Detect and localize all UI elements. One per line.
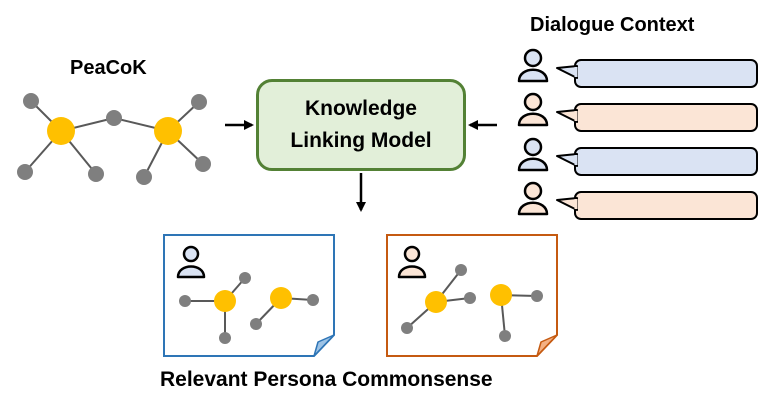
dialogue-turn-b1 xyxy=(517,92,758,132)
person-icon xyxy=(523,137,543,157)
graph-leaf-node xyxy=(88,166,104,182)
graph-leaf-node xyxy=(136,169,152,185)
graph-hub-node xyxy=(154,117,182,145)
persona-card-a xyxy=(163,234,335,357)
graph-leaf-node xyxy=(195,156,211,172)
output-title: Relevant Persona Commonsense xyxy=(160,368,493,391)
model-label-line2: Linking Model xyxy=(290,129,432,152)
dialogue-turn-a1 xyxy=(517,48,758,88)
graph-leaf-node xyxy=(106,110,122,126)
dialogue-context-title: Dialogue Context xyxy=(530,14,695,36)
graph-hub-node xyxy=(490,284,512,306)
person-icon xyxy=(523,92,543,112)
knowledge-linking-model-box: Knowledge Linking Model xyxy=(256,79,466,171)
peacok-nodes xyxy=(17,93,211,185)
graph-hub-node xyxy=(214,290,236,312)
graph-hub-node xyxy=(425,291,447,313)
speech-bubble xyxy=(574,147,758,176)
graph-leaf-node xyxy=(17,164,33,180)
person-icon xyxy=(523,181,543,201)
speech-bubble xyxy=(574,103,758,132)
graph-hub-node xyxy=(270,287,292,309)
graph-hub-node xyxy=(47,117,75,145)
persona-card-b xyxy=(386,234,558,357)
peacok-title: PeaCoK xyxy=(70,57,147,79)
graph-leaf-node xyxy=(191,94,207,110)
dialogue-turn-b2 xyxy=(517,181,758,220)
speech-bubble xyxy=(574,59,758,88)
graph-leaf-node xyxy=(23,93,39,109)
person-icon xyxy=(182,245,200,263)
model-label-line1: Knowledge xyxy=(304,97,417,120)
person-icon xyxy=(403,245,421,263)
speech-bubble xyxy=(574,191,758,220)
dialogue-rows xyxy=(517,48,758,220)
person-icon xyxy=(523,48,543,68)
dialogue-turn-a2 xyxy=(517,137,758,176)
